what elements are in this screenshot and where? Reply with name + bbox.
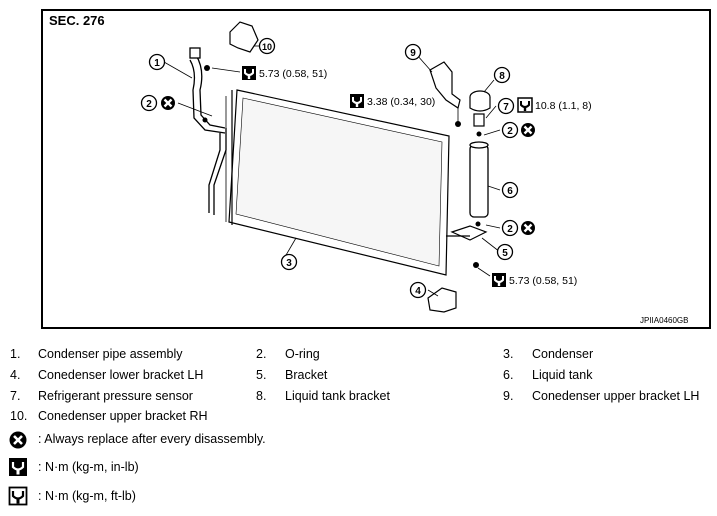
torque-value: 10.8 (1.1, 8) [535, 100, 592, 112]
callout-4: 4 [415, 286, 421, 297]
symbol-desc-in-lb: : N·m (kg-m, in-lb) [38, 460, 139, 474]
legend-label: Liquid tank [532, 368, 593, 382]
condenser-lower-bracket-lh [427, 287, 457, 313]
condenser-upper-bracket-lh [429, 61, 461, 109]
torque-wrench-open-icon [8, 486, 28, 506]
callout-2: 2 [146, 99, 152, 110]
callout-8: 8 [499, 71, 505, 82]
bracket [446, 225, 488, 241]
torque-wrench-icon [349, 93, 365, 109]
torque-wrench-icon [9, 458, 27, 476]
callout-1: 1 [154, 58, 160, 69]
legend-label: Bracket [285, 368, 328, 382]
liquid-tank [469, 141, 489, 218]
legend-label: Conedenser upper bracket LH [532, 389, 700, 403]
callout-9: 9 [410, 48, 416, 59]
legend-num: 6. [503, 368, 514, 382]
legend-num: 2. [256, 347, 267, 361]
legend-num: 3. [503, 347, 514, 361]
section-title: SEC. 276 [49, 13, 105, 28]
condenser [225, 89, 450, 276]
legend-label: O-ring [285, 347, 320, 361]
callout-3: 3 [286, 258, 292, 269]
condenser-upper-bracket-rh [229, 21, 259, 53]
callout-10: 10 [262, 42, 272, 52]
refrigerant-pressure-sensor [473, 113, 485, 127]
torque-value: 5.73 (0.58, 51) [509, 275, 577, 287]
legend-num: 8. [256, 389, 267, 403]
figure-code: JPIIA0460GB [640, 316, 689, 325]
legend-label: Condenser [532, 347, 594, 361]
callout-2: 2 [507, 224, 513, 235]
callout-2: 2 [507, 126, 513, 137]
legend-num: 1. [10, 347, 21, 361]
replace-x-icon [9, 431, 27, 449]
condenser-exploded-diagram: 1 2 3 4 5 6 7 8 9 10 2 2 5.73 (0.58, 51)… [140, 21, 592, 313]
callout-7: 7 [503, 102, 509, 113]
callout-6: 6 [507, 186, 513, 197]
replace-x-icon [519, 121, 537, 139]
condenser-pipe-assembly [189, 47, 227, 215]
legend-label: Condenser pipe assembly [38, 347, 183, 361]
replace-x-icon [159, 94, 177, 112]
replace-x-icon [519, 219, 537, 237]
diagram-frame [41, 9, 711, 329]
legend-num: 5. [256, 368, 267, 382]
legend-num: 7. [10, 389, 21, 403]
legend-label: Refrigerant pressure sensor [38, 389, 193, 403]
torque-wrench-icon [491, 272, 507, 288]
callout-5: 5 [502, 248, 508, 259]
torque-value: 5.73 (0.58, 51) [259, 68, 327, 80]
legend-label: Conedenser upper bracket RH [38, 409, 208, 423]
torque-value: 3.38 (0.34, 30) [367, 96, 435, 108]
liquid-tank-bracket [469, 90, 491, 112]
legend-num: 10. [10, 409, 28, 423]
legend-label: Conedenser lower bracket LH [38, 368, 204, 382]
torque-wrench-open-icon [517, 97, 533, 113]
legend-label: Liquid tank bracket [285, 389, 390, 403]
bolts [202, 65, 482, 268]
torque-wrench-icon [241, 65, 257, 81]
symbol-desc-replace: : Always replace after every disassembly… [38, 432, 266, 446]
legend-num: 4. [10, 368, 21, 382]
legend-num: 9. [503, 389, 514, 403]
symbol-desc-ft-lb: : N·m (kg-m, ft-lb) [38, 489, 136, 503]
